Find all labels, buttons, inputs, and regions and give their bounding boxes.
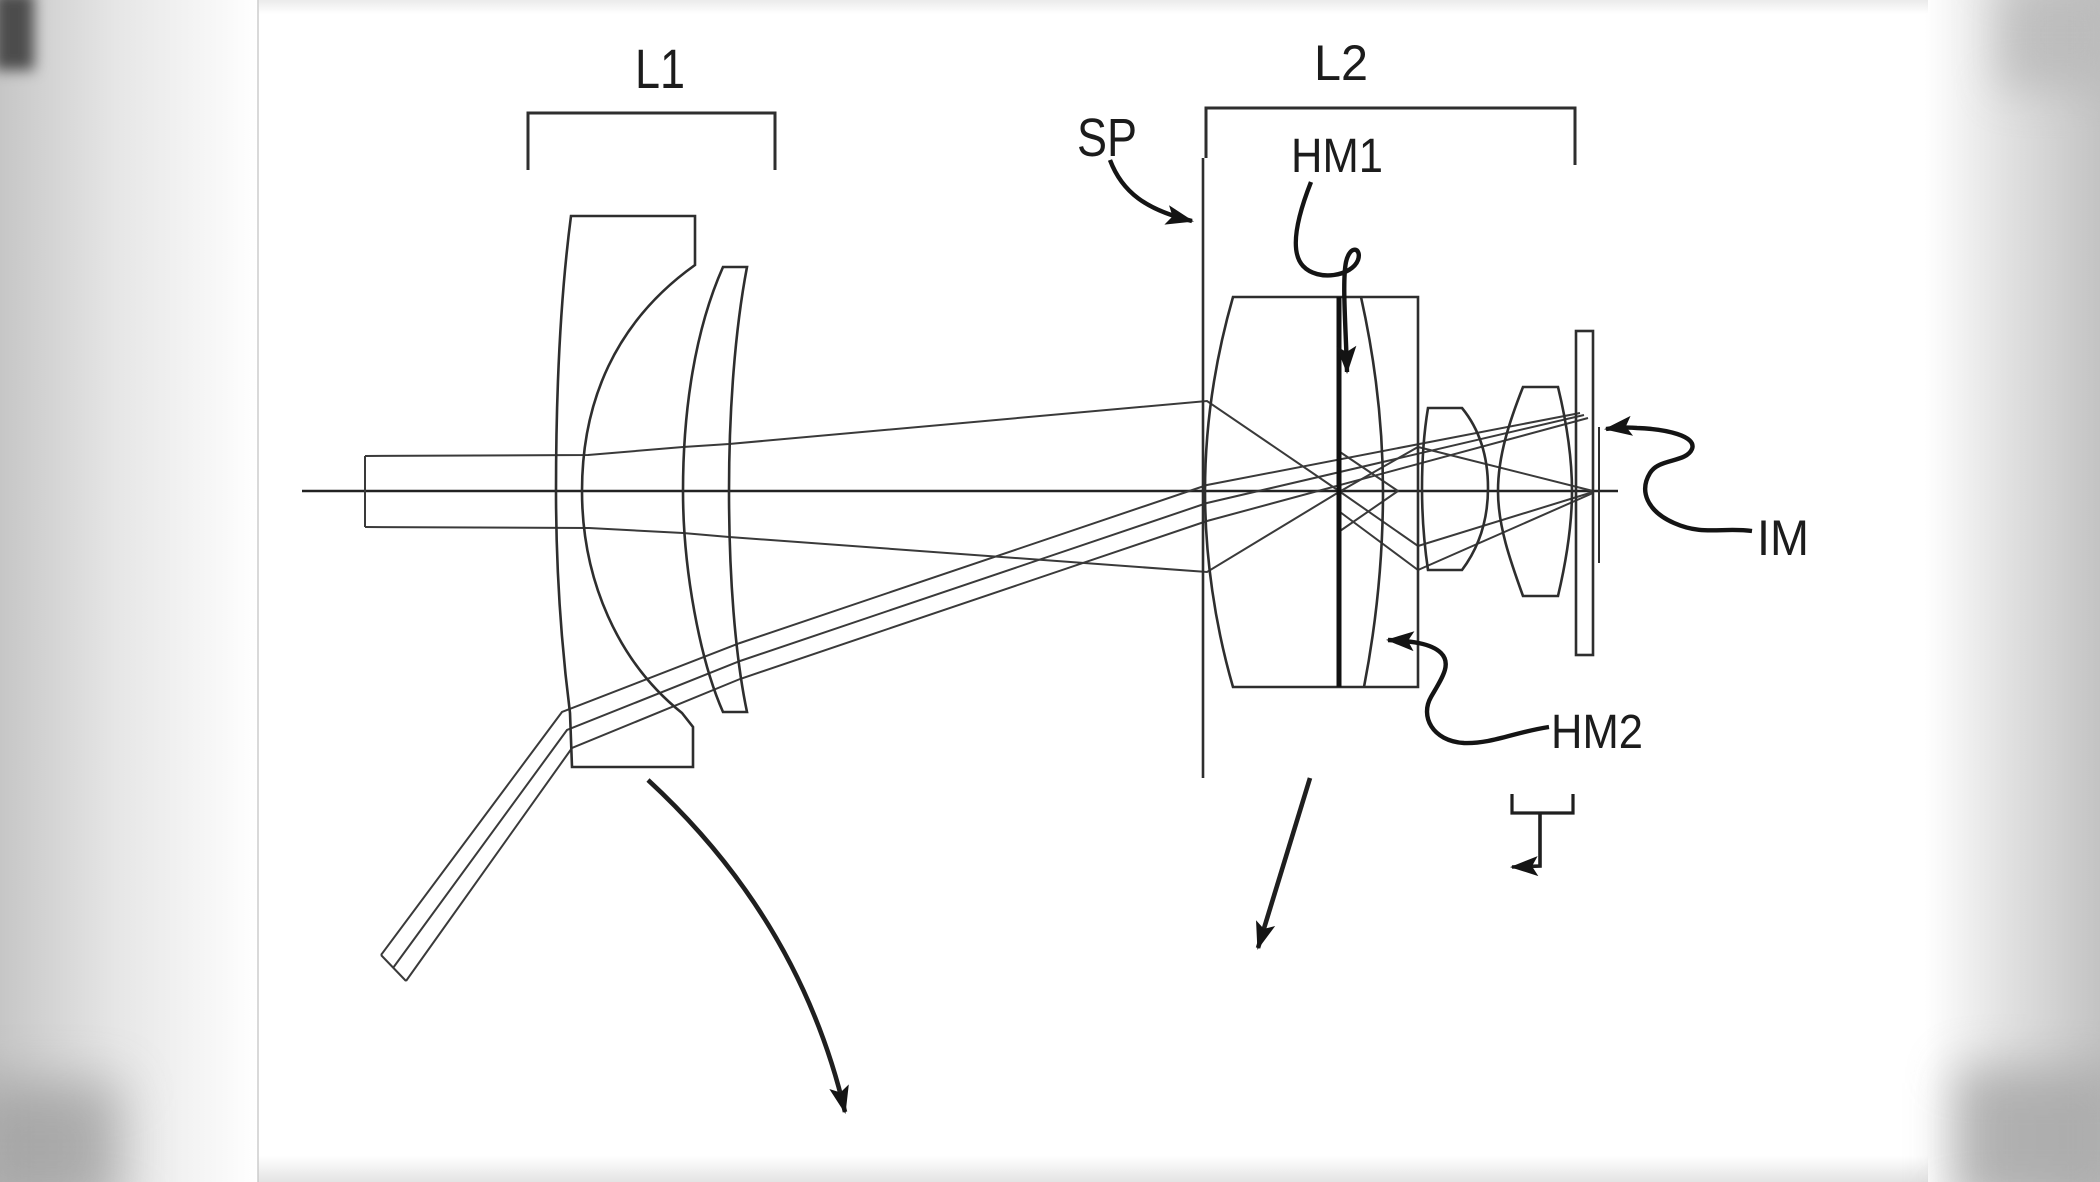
label-HM1: HM1 — [1291, 130, 1383, 183]
label-L1: L1 — [635, 37, 685, 100]
oblique-ray-2 — [392, 414, 1585, 969]
lens-L1-element1 — [554, 214, 697, 769]
label-HM2: HM2 — [1551, 706, 1643, 759]
hm2-leader-arrow — [1386, 631, 1550, 746]
L2-movement-arrow — [1255, 777, 1313, 950]
label-SP: SP — [1077, 108, 1137, 168]
reflected-ray-wedge — [1339, 451, 1400, 532]
im-leader-arrow — [1604, 415, 1753, 534]
sp-leader-arrow — [1107, 159, 1194, 225]
lens-L2-element2 — [1420, 406, 1490, 572]
lens-group-L1 — [554, 214, 749, 769]
label-IM: IM — [1757, 510, 1809, 566]
focus-unit-bracket — [1510, 794, 1575, 815]
focus-unit-arrow — [1510, 813, 1542, 877]
oblique-ray-1 — [380, 412, 1581, 956]
leader-arrows — [1107, 159, 1753, 746]
L1-movement-arrow — [646, 778, 849, 1114]
lens-L2-element3 — [1496, 385, 1574, 598]
lens-group-L1-bracket — [526, 111, 777, 170]
entrance-beam-bottom-ray — [364, 445, 1594, 574]
entrance-beam-top-ray — [364, 399, 1594, 548]
hm1-leader-arrow — [1293, 181, 1361, 374]
image-plane-group — [1574, 329, 1600, 657]
lens-group-L2-bracket — [1204, 106, 1577, 165]
half-mirror-HM2-surface — [1359, 296, 1385, 688]
ray-traces — [302, 399, 1618, 982]
lens-L1-element2 — [681, 265, 749, 714]
image-plane-IM — [1574, 329, 1595, 657]
lens-L2-cemented-block — [1203, 295, 1420, 689]
label-L2: L2 — [1314, 35, 1368, 91]
